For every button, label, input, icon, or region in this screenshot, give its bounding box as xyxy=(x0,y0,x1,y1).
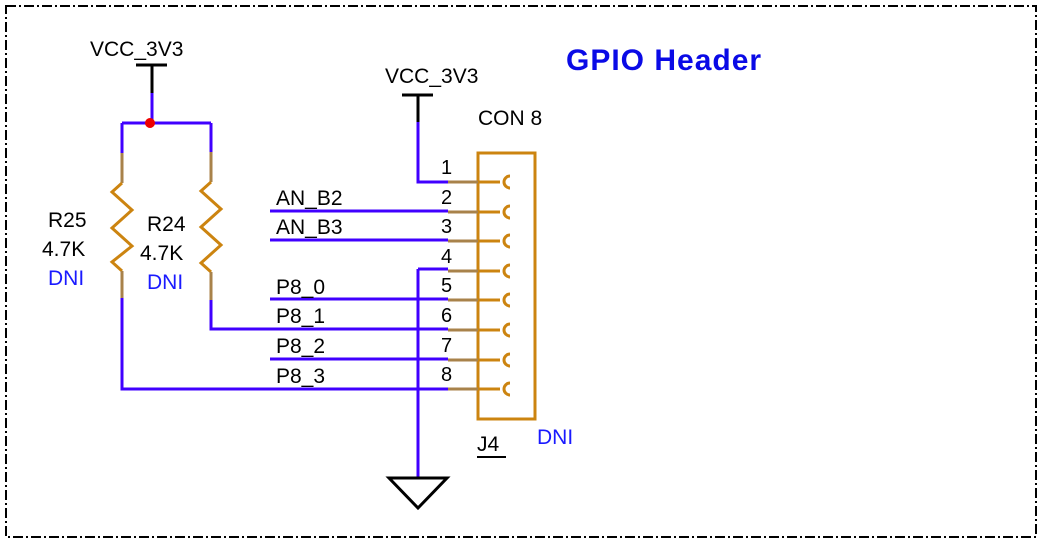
net-label-p8-0: P8_0 xyxy=(276,276,325,299)
connector-type-label: CON 8 xyxy=(478,107,542,130)
net-label-an-b2: AN_B2 xyxy=(276,187,343,210)
connector-dni-label: DNI xyxy=(537,426,573,449)
resistor-r24[interactable]: R24 4.7K DNI xyxy=(140,152,224,300)
connector-j4[interactable]: CON 8 J4 DNI 1 2 3 4 5 6 7 8 xyxy=(441,107,573,458)
r25-ref-label: R25 xyxy=(48,209,87,232)
net-label-p8-2: P8_2 xyxy=(276,335,325,358)
pin-socket-icon xyxy=(502,174,511,190)
pin-number: 3 xyxy=(441,216,452,238)
vcc-right-label: VCC_3V3 xyxy=(385,65,478,88)
r24-zigzag xyxy=(198,180,224,274)
vcc-right-power-symbol[interactable]: VCC_3V3 xyxy=(385,65,478,122)
pin-socket-icon xyxy=(502,204,511,220)
r24-value-label: 4.7K xyxy=(140,242,183,265)
r25-value-label: 4.7K xyxy=(42,238,85,261)
connector-pin-8[interactable]: 8 xyxy=(441,364,511,397)
pin-number: 8 xyxy=(441,364,452,386)
pin-number: 7 xyxy=(441,335,452,357)
net-label-an-b3: AN_B3 xyxy=(276,216,343,239)
wire-vcc-right-to-pin1[interactable] xyxy=(416,122,448,184)
junction-dot xyxy=(145,118,155,128)
pin-number: 4 xyxy=(441,246,452,268)
ground-symbol[interactable] xyxy=(385,476,451,511)
wire-r25-to-pin8[interactable] xyxy=(120,298,448,391)
resistor-r25[interactable]: R25 4.7K DNI xyxy=(42,153,135,298)
connector-pin-7[interactable]: 7 xyxy=(441,335,511,368)
connector-pins: 1 2 3 4 5 6 7 8 xyxy=(441,157,511,397)
r24-ref-label: R24 xyxy=(147,213,186,236)
connector-pin-6[interactable]: 6 xyxy=(441,305,511,338)
pin-number: 1 xyxy=(441,157,452,179)
connector-pin-2[interactable]: 2 xyxy=(441,187,511,220)
pin-number: 6 xyxy=(441,305,452,327)
vcc-left-power-symbol[interactable]: VCC_3V3 xyxy=(90,38,183,93)
pin-socket-icon xyxy=(502,263,511,279)
net-label-p8-1: P8_1 xyxy=(276,305,325,328)
r25-dni-label: DNI xyxy=(48,267,84,290)
connector-pin-1[interactable]: 1 xyxy=(441,157,511,190)
connector-j4-body xyxy=(476,151,537,421)
connector-pin-3[interactable]: 3 xyxy=(441,216,511,249)
sheet-title: GPIO Header xyxy=(566,44,762,77)
pin-socket-icon xyxy=(502,352,511,368)
pin-socket-icon xyxy=(502,233,511,249)
wire-r24-to-pin6[interactable] xyxy=(209,300,448,331)
r24-dni-label: DNI xyxy=(147,271,183,294)
pin-number: 2 xyxy=(441,187,452,209)
pin-number: 5 xyxy=(441,275,452,297)
vcc-left-label: VCC_3V3 xyxy=(90,38,183,61)
pin-socket-icon xyxy=(502,381,511,397)
connector-pin-4[interactable]: 4 xyxy=(441,246,511,279)
pin-socket-icon xyxy=(502,322,511,338)
connector-ref-label: J4 xyxy=(477,433,500,456)
pin-socket-icon xyxy=(502,292,511,308)
sheet-border xyxy=(5,5,1037,538)
r25-zigzag xyxy=(109,181,135,273)
net-label-p8-3: P8_3 xyxy=(276,365,325,388)
connector-pin-5[interactable]: 5 xyxy=(441,275,511,308)
